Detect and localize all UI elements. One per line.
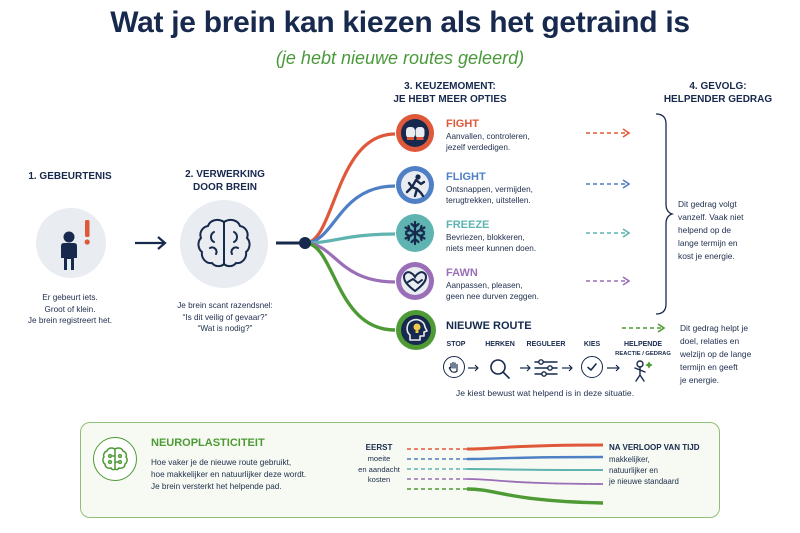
running-person-icon [396,166,434,204]
step4-heading: 4. GEVOLG: HELPENDER GEDRAG [663,81,773,105]
neuroplasticity-panel: NEUROPLASTICITEIT Hoe vaker je de nieuwe… [80,422,720,518]
dashed-arrow-new-route [622,323,666,333]
decision-hub [299,237,311,249]
neuro-description: Hoe vaker je de nieuwe route gebruikt, h… [151,458,307,491]
dashed-arrow-flight [586,179,631,189]
step3-heading: 3. KEUZEMOMENT: JE HEBT MEER OPTIES [393,81,507,105]
step1-description: Er gebeurt iets. Groot of klein. Je brei… [27,293,113,325]
branch-flight [304,184,396,245]
branch-fight [304,132,396,245]
step-regulate-label: REGULEER [526,341,566,348]
dashed-arrow-freeze [586,228,631,238]
person-sparkle-icon [628,358,656,384]
new-route-caption: Je kiest bewust wat helpend is in deze s… [455,388,635,398]
step-stop-label: STOP [446,341,466,348]
option-freeze: FREEZE Bevriezen, blokkeren, niets meer … [446,219,537,253]
branch-new-route [304,241,396,332]
neuro-title: NEUROPLASTICITEIT [151,437,265,449]
neuro-first-block: EERST moeite en aandacht kosten [358,443,400,484]
magnifier-icon [487,356,513,382]
brain-circuit-icon [93,437,137,481]
neuro-later-block: NA VERLOOP VAN TIJD makkelijker, natuurl… [609,443,700,486]
page-title: Wat je brein kan kiezen als het getraind… [110,6,690,39]
option-flight: FLIGHT Ontsnappen, vermijden, terugtrekk… [446,171,533,205]
step-recognize-label: HERKEN [485,341,515,348]
step-helpful-label: HELPENDE REACTIE / GEDRAG [615,341,671,357]
brain-icon [180,200,268,288]
boxing-gloves-icon [396,114,434,152]
dashed-arrow-fight [586,128,631,138]
pathway-fight-solid [466,443,603,451]
snowflake-icon [396,214,434,252]
option-fawn: FAWN Aanpassen, pleasen, geen nee durven… [446,267,539,301]
step2-heading: 2. VERWERKING DOOR BREIN [185,169,265,193]
pathway-freeze-solid [466,468,603,471]
step-arrows [468,364,620,372]
hand-stop-icon [443,356,465,378]
consequence-bracket [655,113,675,315]
pathway-new-route-solid [466,487,603,505]
option-fight: FIGHT Aanvallen, controleren, jezelf ver… [446,118,530,152]
pathway-fawn-solid [466,478,603,485]
step2-description: Je brein scant razendsnel: “Is dit veili… [177,301,273,333]
person-alert-icon [36,208,106,278]
dashed-arrow-fawn [586,276,631,286]
arrow-event-to-processing [135,236,167,250]
neuro-pathways [407,443,603,505]
new-route-title: NIEUWE ROUTE [446,320,532,332]
pathway-flight-solid [466,455,603,461]
new-consequence-text: Dit gedrag helpt je doel, relaties en we… [680,323,752,385]
sliders-icon [533,357,559,379]
handshake-heart-icon [396,262,434,300]
check-circle-icon [581,356,603,378]
step1-heading: 1. GEBEURTENIS [28,171,112,182]
step-choose-label: KIES [583,341,601,348]
head-lightbulb-icon [396,310,436,350]
old-consequence-text: Dit gedrag volgt vanzelf. Vaak niet help… [678,199,744,261]
page-subtitle: (je hebt nieuwe routes geleerd) [275,48,525,68]
